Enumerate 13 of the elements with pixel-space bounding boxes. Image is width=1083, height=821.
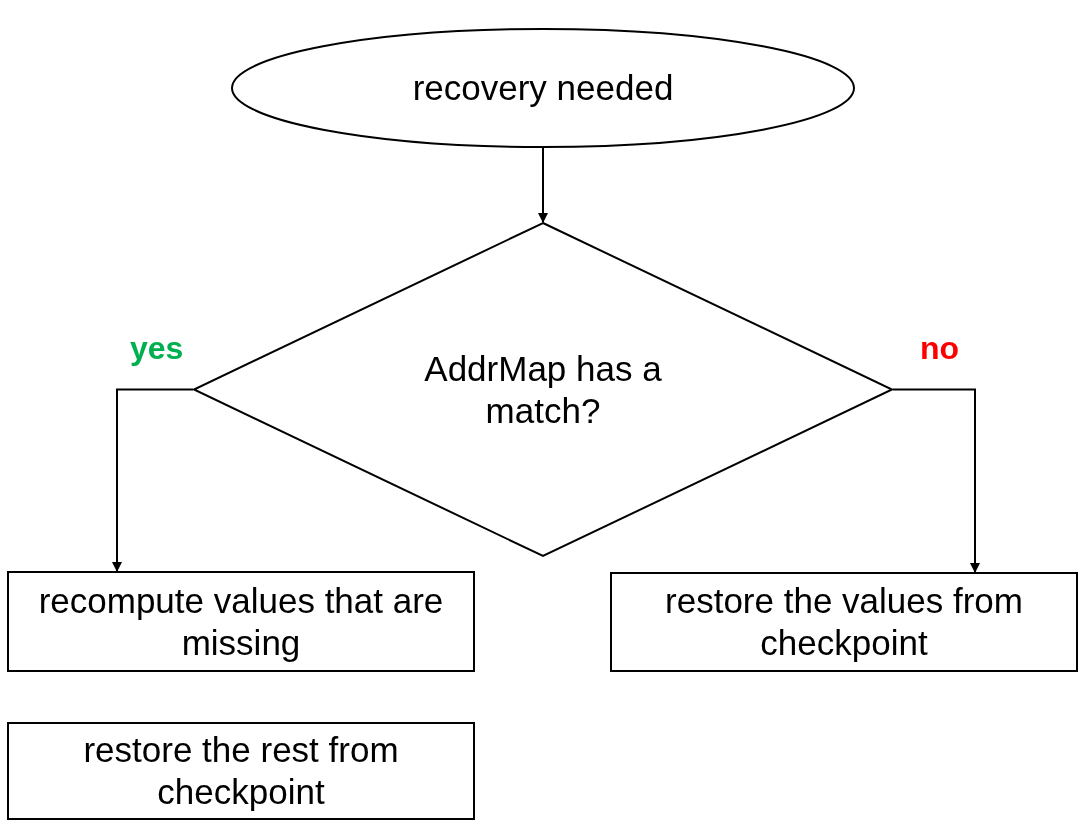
arrow: [112, 388, 194, 572]
arrow: [538, 147, 548, 223]
decision-diamond: [193, 222, 893, 557]
node-text: recovery needed: [412, 67, 674, 109]
process-box: [7, 722, 475, 820]
node-text: restore the rest from checkpoint: [82, 729, 400, 813]
arrow: [892, 388, 980, 573]
process-box: [7, 571, 475, 672]
node-text: recompute values that are missing: [37, 579, 445, 664]
terminal-ellipse: [231, 28, 855, 148]
process-box: [610, 572, 1078, 672]
node-text: restore the values from checkpoint: [664, 580, 1024, 664]
node-text: AddrMap has a match?: [423, 347, 663, 432]
